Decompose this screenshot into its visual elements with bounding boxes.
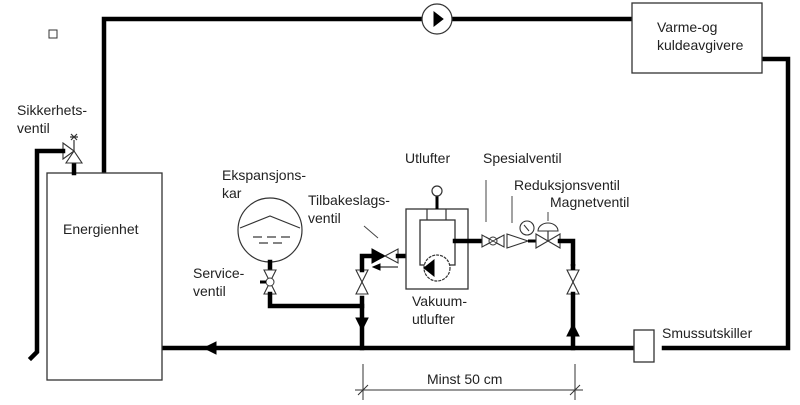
safety-valve-label-line1: Sikkerhets- [17,102,87,118]
main-supply-pipe [101,16,791,351]
flow-arrow-icon [355,317,369,332]
check-valve-label-line1: Tilbakeslags- [308,192,390,208]
air-vent-label: Utlufter [405,150,450,166]
check-valve-icon [371,248,387,264]
expansion-tank [237,197,303,263]
safety-valve-icon [64,150,84,164]
energy-unit-label: Energienhet [63,221,139,237]
expansion-tank-label-line1: Ekspansjons- [222,167,306,183]
energy-unit-box [46,172,163,381]
solenoid-valve [535,212,576,267]
dimension-line [355,364,583,400]
circulation-pump-icon [421,3,453,35]
reduction-valve [506,196,536,249]
emitters-box [631,2,763,74]
check-valve-label-line2: ventil [308,210,341,226]
flow-arrow-icon [566,322,580,337]
expansion-tank-label-line2: kar [222,185,242,201]
right-branch-pipe [566,264,580,351]
solenoid-actuator-icon [537,222,559,232]
service-valve [260,259,365,309]
reduction-valve-label: Reduksjonsventil [514,177,620,193]
left-branch-pipe [355,253,375,351]
safety-valve [27,133,84,362]
service-valve-label-line1: Service- [193,265,245,281]
special-valve-label: Spesialventil [483,150,562,166]
vacuum-air-vent [405,185,489,290]
emitters-label-line1: Varme-og [657,19,717,35]
small-square-marker [48,29,58,39]
safety-valve-label-line2: ventil [17,120,50,136]
special-valve [481,180,505,248]
service-valve-label-line2: ventil [193,283,226,299]
vacuum-vent-label-line2: utlufter [412,311,455,327]
dirt-separator-label: Smussutskiller [662,325,753,341]
emitters-label-line2: kuldeavgivere [657,37,744,53]
vacuum-vent-label-line1: Vakuum- [412,293,467,309]
solenoid-valve-label: Magnetventil [550,194,629,210]
air-vent-icon [431,185,443,197]
dimension-label: Minst 50 cm [427,371,502,387]
flow-arrow-icon [202,341,217,355]
dirt-separator-box [633,329,655,363]
